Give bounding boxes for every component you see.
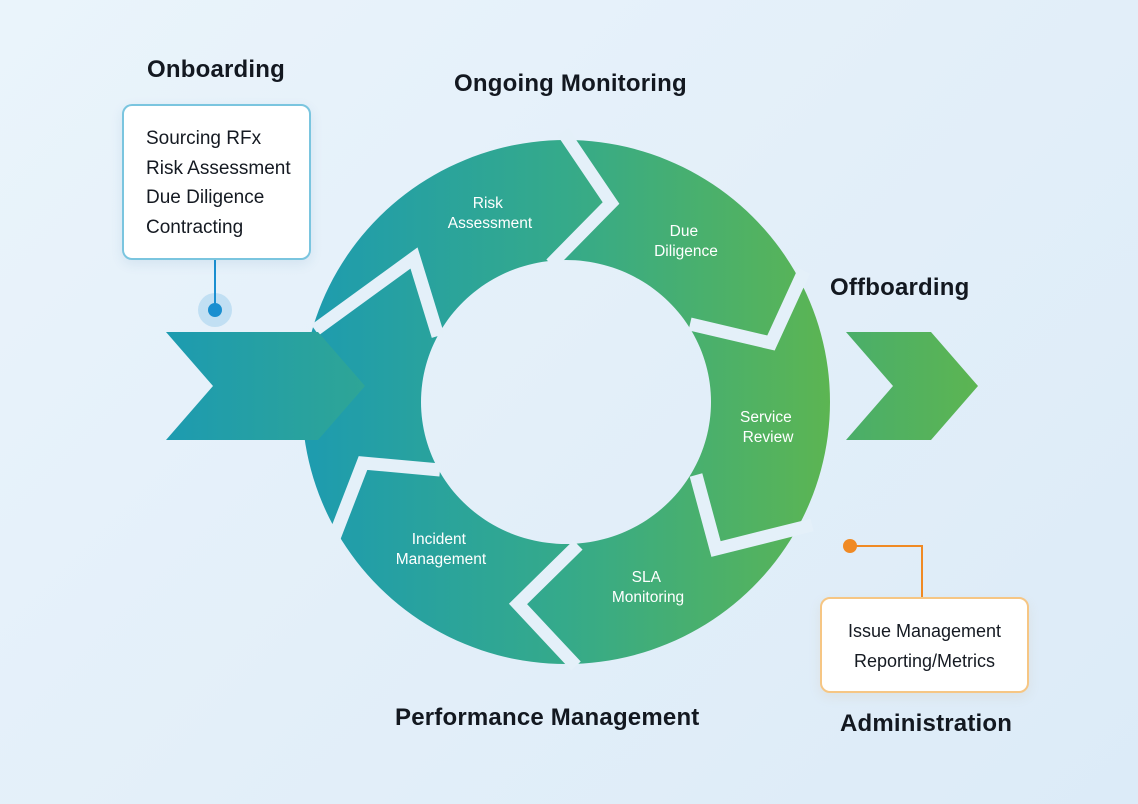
onboarding-item: Contracting <box>146 216 244 238</box>
separator-3 <box>689 473 814 557</box>
segment-due-diligence-label: Due Diligence <box>654 223 718 260</box>
offboarding-heading: Offboarding <box>830 274 970 301</box>
segment-sla-monitoring-label: SLA Monitoring <box>612 569 684 606</box>
segment-incident-management-label: Incident Management <box>396 531 487 568</box>
administration-dot <box>843 539 857 553</box>
administration-item: Issue Management <box>847 621 1002 641</box>
administration-connector-line <box>850 545 923 597</box>
onboarding-item: Due Diligence <box>146 187 265 208</box>
ongoing-monitoring-heading: Ongoing Monitoring <box>454 70 687 97</box>
separator-5 <box>327 456 441 541</box>
administration-connector <box>843 539 923 597</box>
administration-item: Reporting/Metrics <box>853 651 996 671</box>
separator-6 <box>311 247 445 338</box>
cycle-ring <box>301 128 830 671</box>
segment-separators <box>311 128 814 671</box>
onboarding-dot <box>208 303 222 317</box>
administration-list-box: Issue Management Reporting/Metrics <box>820 597 1029 693</box>
onboarding-chevron-arrow <box>166 332 365 440</box>
onboarding-list-box: Sourcing RFx Risk Assessment Due Diligen… <box>122 104 311 260</box>
offboarding-chevron-arrow <box>846 332 978 440</box>
performance-management-heading: Performance Management <box>395 704 700 731</box>
segment-risk-assessment-label: Risk Assessment <box>448 195 533 232</box>
segment-service-review-label: Service Review <box>740 409 796 446</box>
separator-4 <box>508 540 583 671</box>
onboarding-connector <box>198 260 232 327</box>
separator-2 <box>688 268 810 351</box>
separator-1 <box>546 128 620 269</box>
onboarding-item: Sourcing RFx <box>146 128 262 149</box>
onboarding-item: Risk Assessment <box>146 157 291 179</box>
administration-heading: Administration <box>840 710 1013 737</box>
ring-body <box>301 140 830 664</box>
onboarding-heading: Onboarding <box>147 56 285 83</box>
